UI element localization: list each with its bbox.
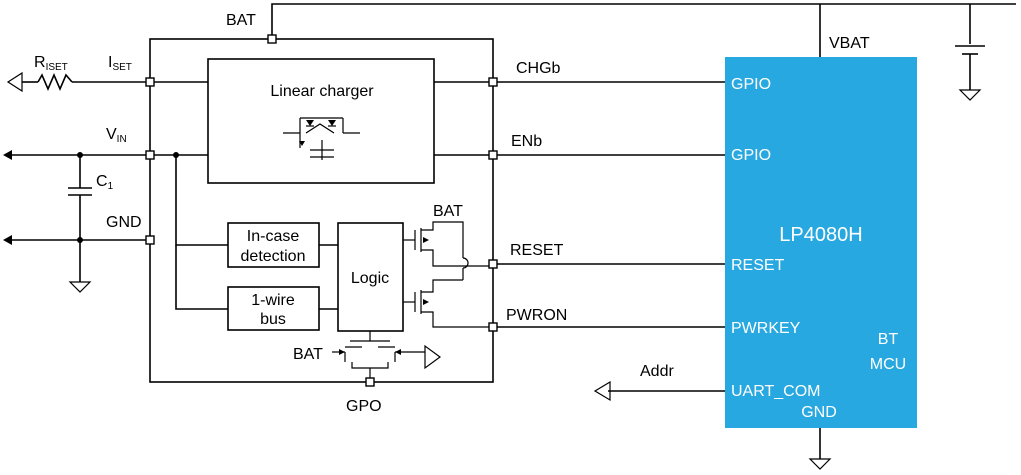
mcu-pin-gpio-1: GPIO: [731, 76, 771, 93]
enb-label: ENb: [511, 133, 542, 150]
battery-symbol: [955, 45, 985, 101]
logic-label: Logic: [351, 270, 389, 287]
signal-wires: CHGb ENb RESET PWRON Addr: [493, 60, 725, 402]
mcu-pin-uart: UART_COM: [731, 383, 821, 400]
mcu-block: GPIO GPIO LP4080H RESET PWRKEY BT MCU UA…: [725, 57, 917, 428]
c1-label: C1: [96, 173, 114, 192]
mcu-pin-gpio-2: GPIO: [731, 147, 771, 164]
iset-label: ISET: [108, 54, 132, 73]
incase-detection-block: In-case detection: [227, 222, 320, 268]
mcu-bt-line1: BT: [878, 331, 899, 348]
charger-mosfet-icon: [283, 117, 360, 160]
pin-iset: [145, 77, 155, 87]
mcu-pin-gnd: GND: [801, 404, 837, 421]
pin-gnd: [145, 235, 155, 245]
ic-pins: [145, 34, 498, 387]
reset-label: RESET: [510, 242, 564, 259]
onewire-label-line2: bus: [260, 311, 286, 328]
pwron-label: PWRON: [506, 307, 567, 324]
pin-gpo: [365, 377, 375, 387]
pin-bat: [267, 34, 277, 44]
pin-reset: [488, 259, 498, 269]
charger-ic-outline: [149, 38, 494, 383]
onewire-label-line1: 1-wire: [251, 292, 295, 309]
riset-label: RISET: [34, 54, 68, 73]
mcu-ground: [808, 428, 832, 470]
logic-block: Logic: [337, 222, 404, 332]
vbat-label: VBAT: [829, 35, 870, 52]
bat-rail: [271, 3, 1016, 57]
pin-enb: [488, 150, 498, 160]
linear-charger-label: Linear charger: [270, 83, 374, 100]
pin-vin: [145, 150, 155, 160]
onewire-bus-block: 1-wire bus: [227, 286, 320, 331]
gnd-left-label: GND: [106, 214, 142, 231]
incase-label-line1: In-case: [247, 228, 300, 245]
output-transistors: BAT: [403, 203, 493, 328]
bat-gpo-label: BAT: [293, 346, 323, 363]
vin-label: VIN: [106, 126, 127, 145]
pin-pwron: [488, 322, 498, 332]
incase-label-line2: detection: [241, 248, 306, 265]
left-external: RISET ISET VIN C1 GND: [3, 54, 150, 293]
linear-charger-block: Linear charger: [207, 58, 435, 184]
addr-label: Addr: [640, 363, 674, 380]
mcu-name: LP4080H: [779, 224, 862, 246]
bat-switch-label: BAT: [433, 203, 463, 220]
chgb-label: CHGb: [516, 60, 561, 77]
gpo-label: GPO: [346, 398, 382, 415]
internal-wires: [150, 81, 493, 310]
gpo-transistors: BAT: [293, 331, 442, 382]
pin-chgb: [488, 77, 498, 87]
bat-top-label: BAT: [226, 12, 256, 29]
mcu-bt-line2: MCU: [870, 356, 906, 373]
mcu-pin-pwrkey: PWRKEY: [731, 320, 801, 337]
mcu-pin-reset: RESET: [731, 257, 785, 274]
